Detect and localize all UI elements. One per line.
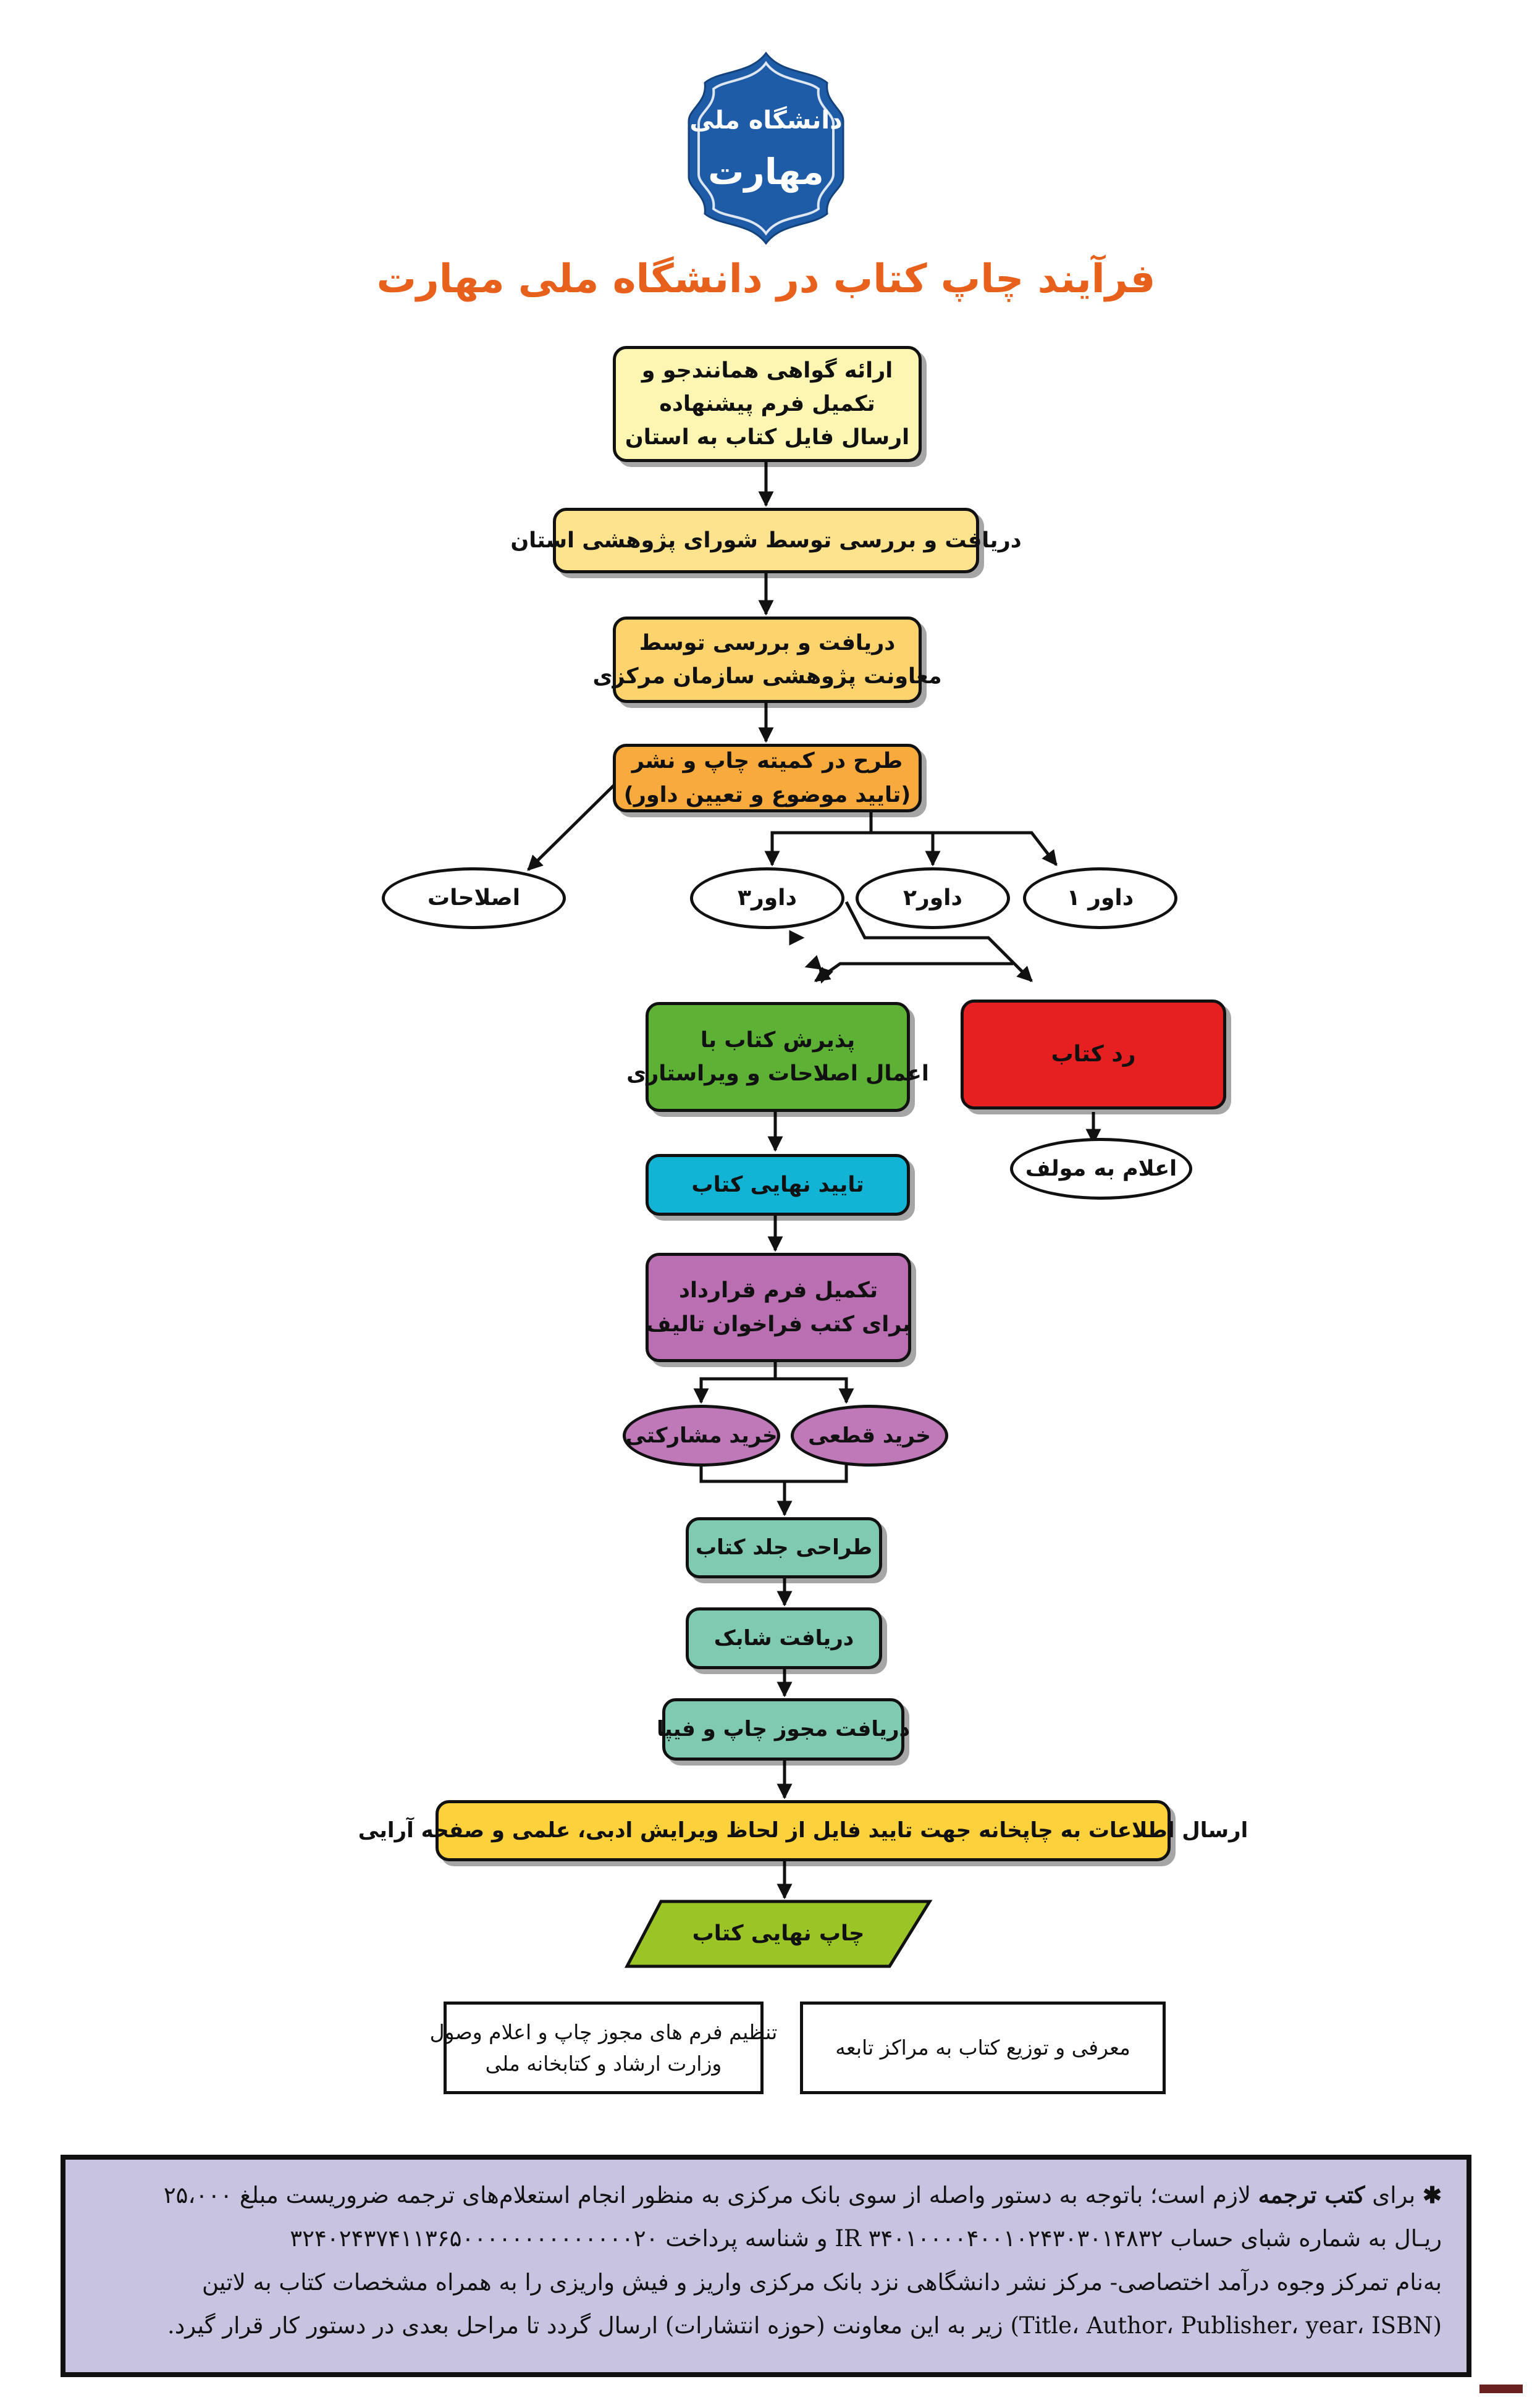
referee2-line-1: داور۲ bbox=[903, 885, 962, 911]
node-referee-3: داور۳ bbox=[690, 867, 844, 929]
submit-line-2: تکمیل فرم پیشنهاده bbox=[659, 391, 875, 416]
note-symbol: ✱ bbox=[1422, 2181, 1442, 2208]
node-buy-partnership: خرید مشارکتی bbox=[623, 1405, 780, 1467]
step-cover-design: طراحی جلد کتاب bbox=[686, 1517, 882, 1578]
final-approval-line-1: تایید نهایی کتاب bbox=[691, 1172, 864, 1197]
node-referee-1: داور ۱ bbox=[1023, 867, 1177, 929]
isbn-line-1: دریافت شابک bbox=[713, 1625, 854, 1651]
note-l1-post: لازم است؛ باتوجه به دستور واصله از سوی ب… bbox=[163, 2182, 1251, 2208]
logo-emblem-shape bbox=[688, 51, 844, 245]
step-deputy-review: دریافت و بررسی توسط معاونت پژوهشی سازمان … bbox=[592, 617, 942, 703]
node-referee-2: داور۲ bbox=[856, 867, 1010, 929]
referee3-line-1: داور۳ bbox=[738, 885, 797, 911]
arrow-to-buy-definite bbox=[773, 1362, 854, 1404]
node-accept-book: پذیرش کتاب با اعمال اصلاحات و ویراستاری bbox=[626, 1002, 929, 1112]
note-l1-pre: برای bbox=[1372, 2182, 1416, 2208]
node-notify-author: اعلام به مولف bbox=[1010, 1138, 1192, 1200]
logo-text-bottom: مهارت bbox=[708, 151, 824, 193]
step-isbn: دریافت شابک bbox=[686, 1607, 882, 1669]
note-line-3: به‌نام تمرکز وجوه درآمد اختصاصی- مرکز نش… bbox=[202, 2268, 1442, 2296]
accept-line-2: اعمال اصلاحات و ویراستاری bbox=[626, 1061, 929, 1086]
corrections-line-1: اصلاحات bbox=[427, 885, 521, 911]
accept-line-1: پذیرش کتاب با bbox=[700, 1027, 856, 1053]
note-line-4: (Title، Author، Publisher، year، ISBN) ز… bbox=[167, 2312, 1442, 2339]
arrow-to-referee2 bbox=[871, 831, 941, 867]
final-print-shape bbox=[624, 1900, 933, 1968]
reject-line-1: رد کتاب bbox=[1051, 1042, 1136, 1067]
arrow-to-referee3 bbox=[764, 812, 873, 867]
node-permit-forms: تنظیم فرم های مجوز چاپ و اعلام وصول وزارت… bbox=[430, 2002, 777, 2094]
final-print-line-1: چاپ نهایی کتاب bbox=[692, 1921, 865, 1947]
step-contract-form: تکمیل فرم قرارداد برای کتب فراخوان تالیف bbox=[646, 1253, 911, 1362]
node-corrections: اصلاحات bbox=[382, 867, 566, 929]
arrow-to-buy-partnership bbox=[693, 1377, 775, 1404]
node-buy-definite: خرید قطعی bbox=[791, 1405, 948, 1467]
deputy-line-1: دریافت و بررسی توسط bbox=[639, 630, 896, 655]
distribution-line-1: معرفی و توزیع کتاب به مراکز تابعه bbox=[835, 2035, 1130, 2060]
translation-note: ✱ برای کتب ترجمه لازم است؛ باتوجه به دست… bbox=[61, 2155, 1471, 2377]
step-committee: طرح در کمیته چاپ و نشر (تایید موضوع و تعی… bbox=[613, 744, 922, 812]
contract-line-2: برای کتب فراخوان تالیف bbox=[646, 1311, 911, 1337]
node-reject-book: رد کتاب bbox=[961, 1000, 1226, 1109]
permit-line-1: دریافت مجوز چاپ و فیپا bbox=[657, 1717, 910, 1742]
logo-text-top: دانشگاه ملی bbox=[689, 106, 842, 135]
referee1-line-1: داور ۱ bbox=[1066, 885, 1134, 911]
contract-line-1: تکمیل فرم قرارداد bbox=[679, 1278, 878, 1303]
step-province-review: دریافت و بررسی توسط شورای پژوهشی استان bbox=[510, 508, 1022, 573]
printhouse-line-1: ارسال اطلاعات به چاپخانه جهت تایید فایل … bbox=[358, 1818, 1248, 1843]
step-submit-files: ارائه گواهی همانندجو و تکمیل فرم پیشنهاده… bbox=[613, 346, 922, 462]
buy-partnership-line-1: خرید مشارکتی bbox=[625, 1423, 778, 1448]
submit-line-3: ارسال فایل کتاب به استان bbox=[625, 425, 910, 450]
step-send-to-printhouse: ارسال اطلاعات به چاپخانه جهت تایید فایل … bbox=[358, 1800, 1248, 1861]
committee-line-2: (تایید موضوع و تعیین داور) bbox=[623, 782, 911, 807]
note-l1-bold: کتب ترجمه bbox=[1258, 2181, 1365, 2208]
note-line-2: ریـال به شماره شبای حساب IR ۳۴۰۱۰۰۰۰۴۰۰۱… bbox=[290, 2225, 1442, 2252]
notify-line-1: اعلام به مولف bbox=[1025, 1156, 1177, 1181]
forms-line-2: وزارت ارشاد و کتابخانه ملی bbox=[485, 2052, 722, 2076]
committee-line-1: طرح در کمیته چاپ و نشر bbox=[631, 749, 903, 774]
deputy-line-2: معاونت پژوهشی سازمان مرکزی bbox=[592, 664, 942, 689]
submit-line-1: ارائه گواهی همانندجو و bbox=[641, 358, 893, 383]
arrow-buy-definite-cover bbox=[777, 1464, 848, 1517]
arrow-to-reject bbox=[844, 901, 1033, 982]
cover-line-1: طراحی جلد کتاب bbox=[696, 1535, 873, 1560]
step-final-approval: تایید نهایی کتاب bbox=[646, 1154, 910, 1216]
university-logo: دانشگاه ملی مهارت bbox=[688, 51, 844, 245]
step-print-permit: دریافت مجوز چاپ و فیپا bbox=[657, 1698, 910, 1761]
corner-mark bbox=[1479, 2385, 1523, 2393]
arrow-committee-corrections bbox=[527, 783, 616, 871]
arrow-to-referee1 bbox=[933, 831, 1058, 866]
forms-line-1: تنظیم فرم های مجوز چاپ و اعلام وصول bbox=[429, 2019, 778, 2044]
arrow-to-accept bbox=[814, 962, 1013, 983]
buy-definite-line-1: خرید قطعی bbox=[808, 1423, 931, 1448]
step-final-print: چاپ نهایی کتاب bbox=[627, 1901, 930, 1966]
province-line-1: دریافت و بررسی توسط شورای پژوهشی استان bbox=[510, 528, 1022, 553]
node-distribution: معرفی و توزیع کتاب به مراکز تابعه bbox=[800, 2002, 1166, 2094]
note-line-1: ✱ برای کتب ترجمه لازم است؛ باتوجه به دست… bbox=[90, 2173, 1442, 2217]
arrow-buy-partnership-cover bbox=[699, 1464, 785, 1483]
page-title: فرآیند چاپ کتاب در دانشگاه ملی مهارت bbox=[376, 256, 1156, 302]
